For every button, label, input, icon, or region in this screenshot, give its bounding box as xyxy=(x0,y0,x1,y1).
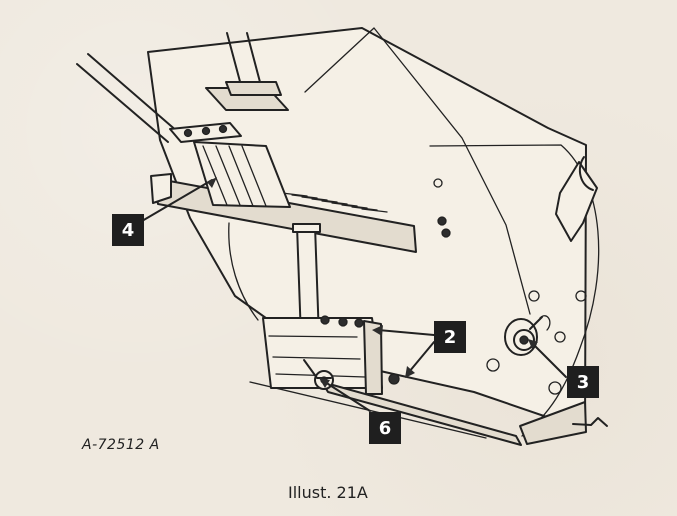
callout-3-label: 3 xyxy=(577,372,590,393)
panel-hole-6 xyxy=(548,381,562,395)
right-hinge-arm xyxy=(555,161,598,242)
panel-hole-1 xyxy=(433,178,443,188)
callout-4-leader xyxy=(141,179,213,222)
callout-3-arrow xyxy=(528,339,538,349)
adjuster-core xyxy=(519,335,529,345)
rear-beam-flange xyxy=(150,173,172,204)
panel-hole-2 xyxy=(528,290,540,302)
mount-bolt-1 xyxy=(320,315,330,325)
callout-4-box xyxy=(112,214,144,246)
callout-6-box xyxy=(369,412,401,444)
mount-bolt-4 xyxy=(437,216,447,226)
mount-bolt-5 xyxy=(441,228,451,238)
linkage-top-plate xyxy=(225,81,282,96)
callout-6-leader xyxy=(324,381,371,412)
mount-bolt-2 xyxy=(338,317,348,327)
adjuster-stem xyxy=(529,316,543,330)
clamp-bolt-left xyxy=(183,128,193,138)
clamp-bolt-center xyxy=(201,126,211,136)
callout-2-arrow-lower xyxy=(405,366,415,378)
mount-brace xyxy=(363,320,383,395)
adjuster-spring xyxy=(539,315,551,331)
left-top-pipe-inner xyxy=(87,53,179,133)
callout-2-label: 2 xyxy=(444,327,457,348)
callout-2-box xyxy=(434,321,466,353)
callout-3-leader xyxy=(532,343,567,378)
bottom-right-tab xyxy=(572,417,608,427)
upper-chute-side xyxy=(304,27,531,315)
mount-bolt-3 xyxy=(354,318,364,328)
illustration-caption: Illust. 21A xyxy=(288,483,368,502)
callout-4-label: 4 xyxy=(122,220,135,241)
reference-code: A-72512 A xyxy=(82,437,160,453)
right-hinge-pin xyxy=(578,156,594,191)
callout-2-leader-lower xyxy=(408,341,435,373)
pivot-link xyxy=(303,359,332,379)
callout-6-arrow xyxy=(319,378,330,388)
lower-bolt xyxy=(388,373,400,385)
panel-hole-4 xyxy=(575,290,587,302)
clamp-bolt-right xyxy=(218,124,228,134)
linkage-inner-lines xyxy=(202,145,267,207)
panel-hole-3 xyxy=(554,331,566,343)
panel-hole-5 xyxy=(486,358,500,372)
callout-3-box xyxy=(567,366,599,398)
callout-2-leader-upper xyxy=(377,329,435,336)
callout-4-arrow xyxy=(207,177,217,188)
post-cap xyxy=(292,223,321,233)
callout-6-label: 6 xyxy=(379,418,392,439)
support-hatching xyxy=(281,192,388,213)
lower-chute-curve xyxy=(228,222,259,321)
left-top-pipe-outer xyxy=(76,63,169,143)
right-flange xyxy=(519,401,587,445)
callout-2-arrow-upper xyxy=(372,325,383,336)
